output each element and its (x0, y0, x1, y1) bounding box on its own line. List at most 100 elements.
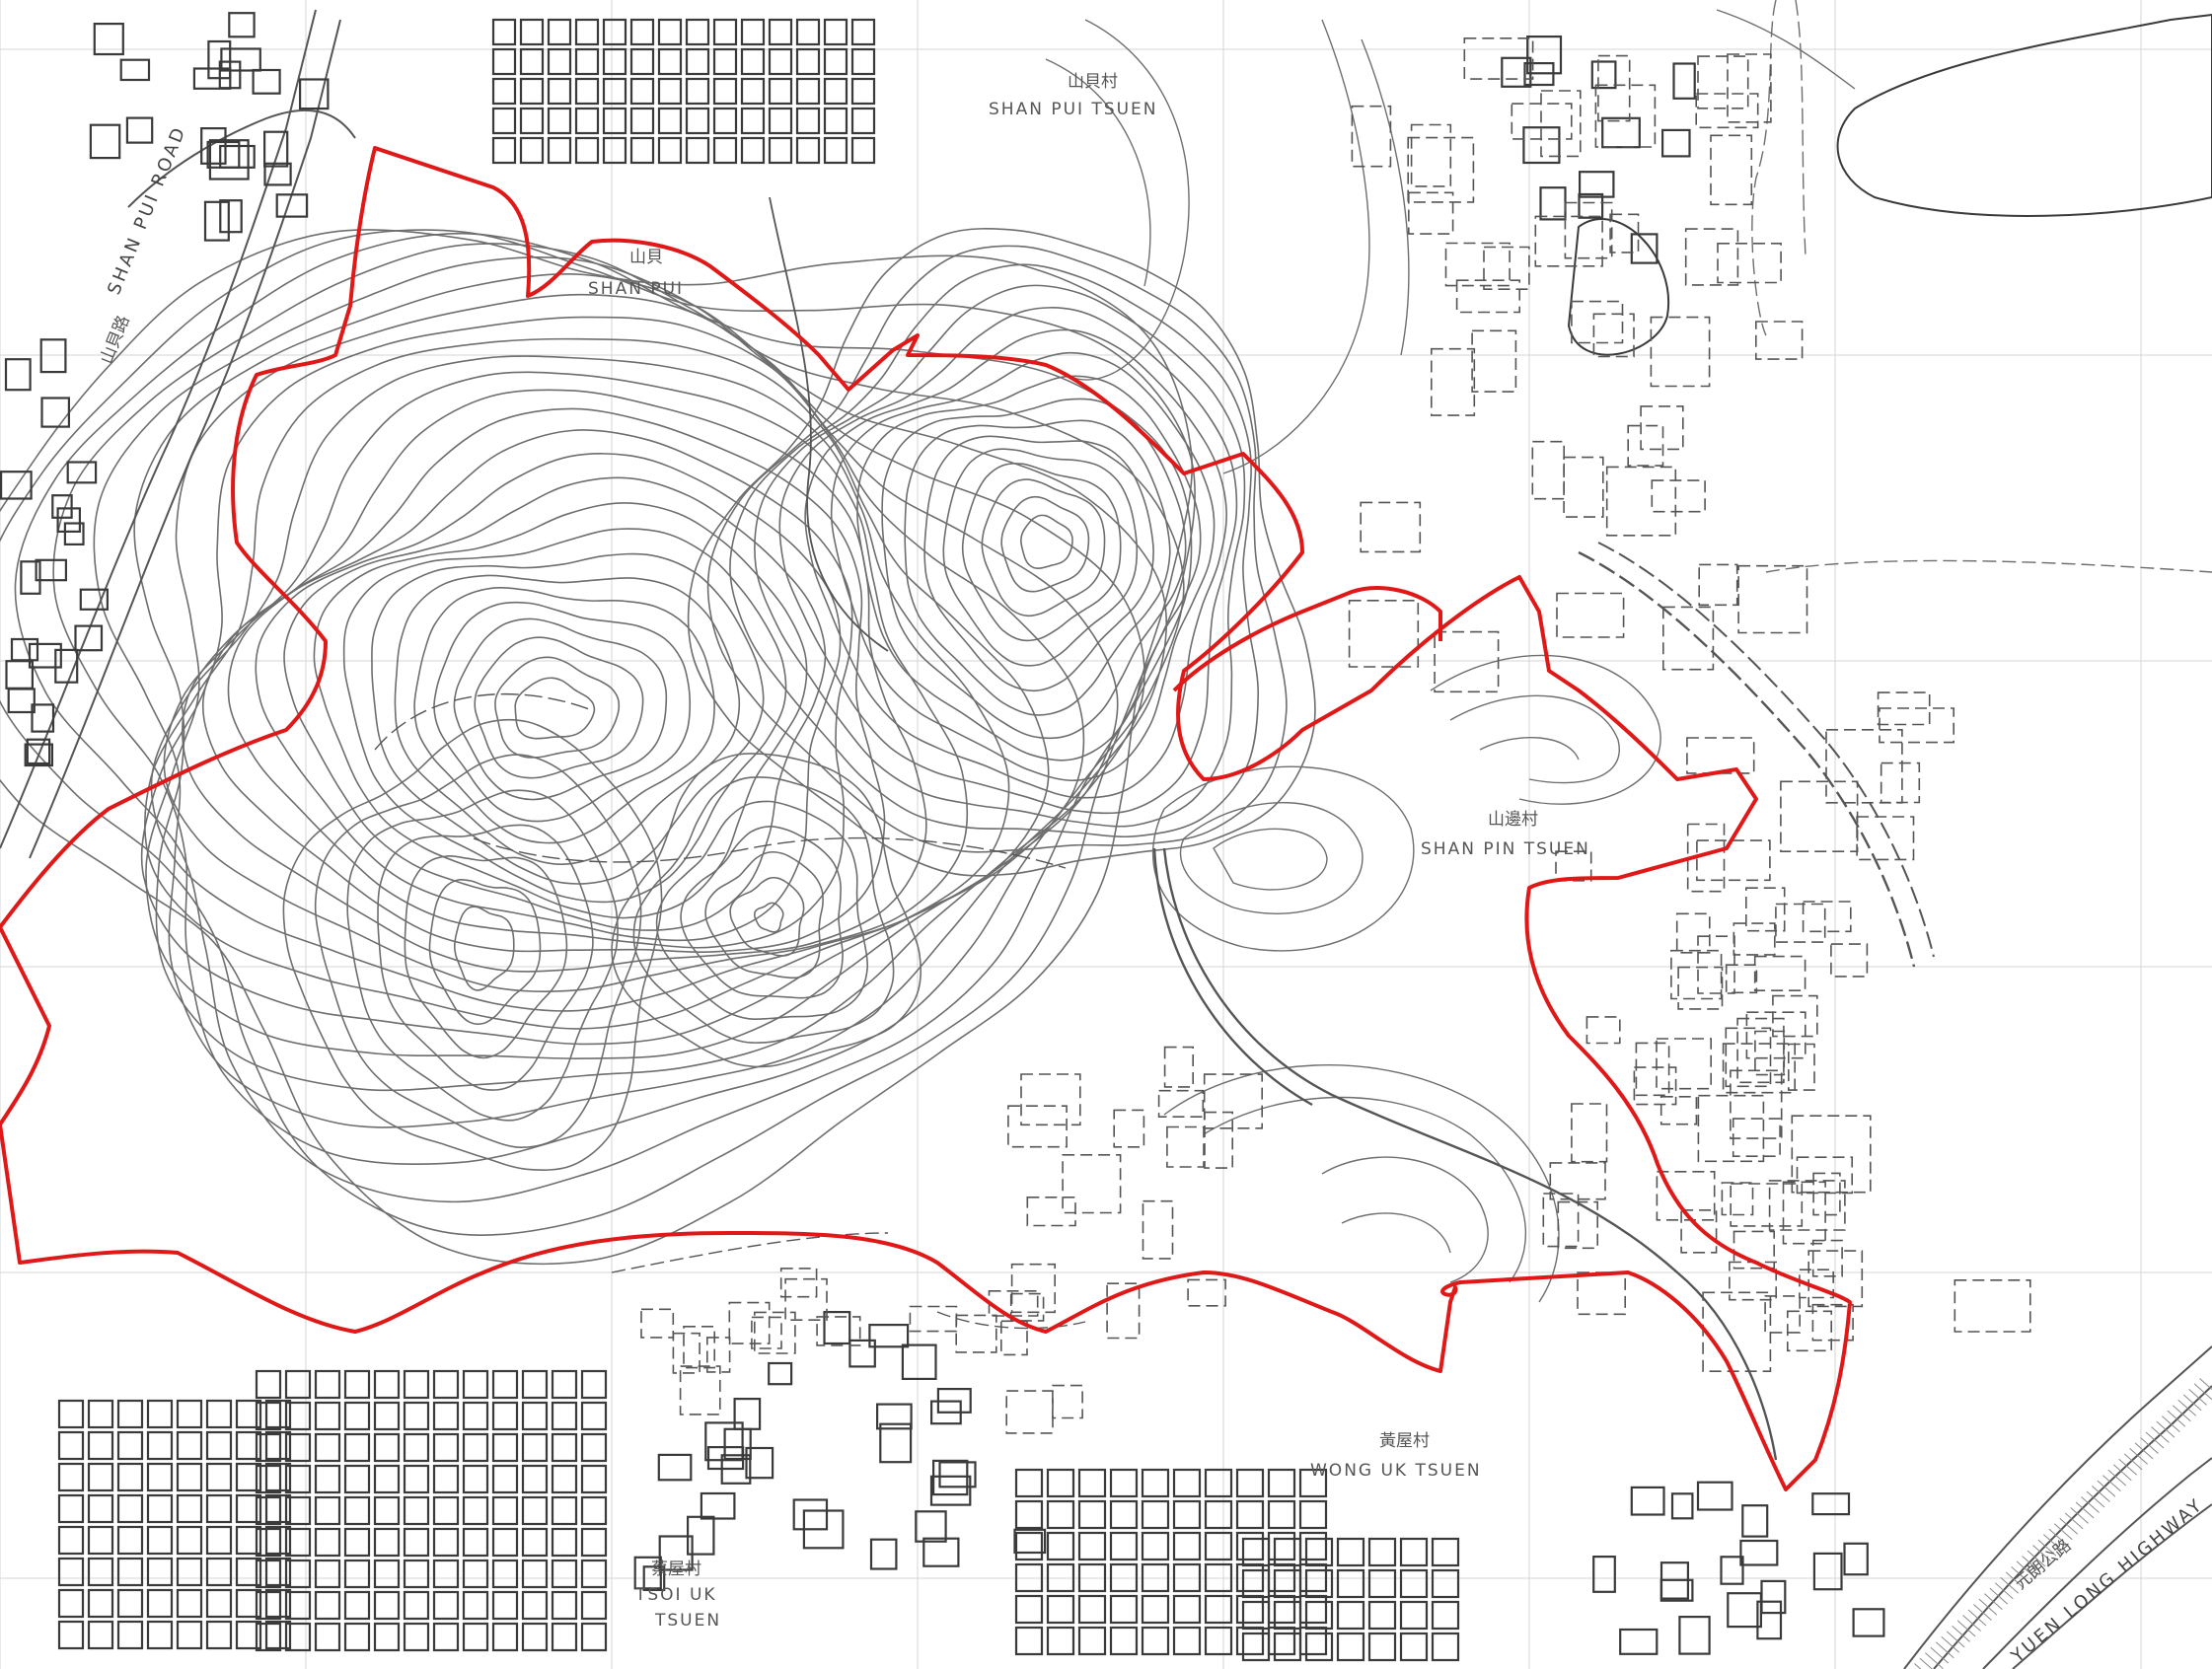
dashed-structure (1755, 321, 1804, 360)
dashed-structure (1787, 1310, 1833, 1352)
dashed-structure (1563, 456, 1604, 518)
building-south-east (1046, 1499, 1075, 1530)
label-wong-uk-tsuen-cn: 黃屋村 (1379, 1431, 1430, 1451)
contour-line (314, 754, 642, 1149)
building-south-east (1046, 1531, 1075, 1561)
building-shan-pui-tsuen (519, 18, 545, 46)
contour-line (255, 453, 842, 942)
building-sw (116, 1588, 144, 1619)
dashed-structure (640, 1308, 675, 1339)
building-shan-pui-tsuen (629, 47, 655, 76)
building-shan-pui-tsuen (574, 47, 600, 76)
building-nw (263, 162, 292, 186)
contour-line (655, 800, 869, 1021)
building-south-east-2 (1304, 1537, 1334, 1567)
dashed-structure (1351, 105, 1392, 168)
building-sw (176, 1399, 203, 1429)
building-tsoi-uk (343, 1622, 371, 1652)
building-south-east-2 (1304, 1632, 1334, 1662)
contour-line (371, 552, 765, 885)
building-shan-pui-tsuen (768, 18, 793, 46)
hatch-line (2177, 1399, 2197, 1416)
building-shan-pui-tsuen (629, 77, 655, 106)
building-south (733, 1397, 762, 1430)
building-tsoi-uk (314, 1369, 341, 1400)
building-south (931, 1459, 969, 1496)
building-tsoi-uk (432, 1401, 460, 1431)
building-shan-pui-tsuen (629, 18, 655, 46)
building-south-east (1235, 1468, 1265, 1498)
building-sw (205, 1525, 233, 1556)
building-south-east-2 (1367, 1568, 1397, 1599)
contour-line (394, 574, 741, 866)
hatch-line (2102, 1475, 2121, 1492)
dashed-structure (1796, 1156, 1854, 1195)
building-south (868, 1323, 910, 1348)
building-south (642, 1565, 666, 1592)
building-tsoi-uk (551, 1590, 578, 1621)
building-south (704, 1421, 744, 1462)
hatch-line (2086, 1490, 2105, 1508)
building-tsoi-uk (314, 1590, 341, 1621)
building-tsoi-uk (284, 1401, 312, 1431)
building-sw (205, 1462, 233, 1492)
building-shan-pui-tsuen (657, 77, 683, 106)
building-shan-pui-tsuen (574, 107, 600, 135)
building-south-east (1172, 1626, 1202, 1656)
building-sw (146, 1588, 174, 1619)
dashed-structure (1005, 1390, 1054, 1434)
contour-line (0, 229, 1196, 1236)
building-south-east (1172, 1594, 1202, 1625)
building-se (1619, 1628, 1659, 1655)
building-se (1678, 1615, 1711, 1655)
building-tsoi-uk (255, 1464, 282, 1494)
building-tsoi-uk (551, 1622, 578, 1652)
building-west-edge (66, 461, 98, 484)
dashed-structure (1650, 316, 1711, 388)
building-shan-pui-tsuen (850, 18, 876, 46)
building-sw (264, 1399, 292, 1429)
building-tsoi-uk (343, 1401, 371, 1431)
building-tsoi-uk (491, 1559, 519, 1589)
building-tsoi-uk (255, 1432, 282, 1463)
dashed-structure (1670, 949, 1723, 1000)
building-nw (89, 123, 121, 160)
building-tsoi-uk (580, 1432, 608, 1463)
building-sw (116, 1399, 144, 1429)
hatch-line (2097, 1480, 2116, 1497)
building-sw (264, 1525, 292, 1556)
building-tsoi-uk (403, 1369, 430, 1400)
dashed-structure (1799, 1269, 1835, 1299)
contour-line (961, 463, 1122, 642)
contour-line (453, 906, 515, 991)
building-tsoi-uk (551, 1432, 578, 1463)
building-tsoi-uk (462, 1432, 489, 1463)
hatch-line (2064, 1512, 2084, 1530)
building-tsoi-uk (314, 1527, 341, 1558)
building-west-edge (54, 648, 79, 684)
building-sw (87, 1399, 114, 1429)
contour-line (1000, 495, 1090, 593)
building-tsoi-uk (462, 1559, 489, 1589)
contour-lines-east-knoll (687, 227, 1316, 877)
building-shan-pui-tsuen (850, 47, 876, 76)
building-south (879, 1422, 913, 1464)
building-ne (1578, 171, 1615, 198)
hatch-line (2032, 1545, 2051, 1561)
building-shan-pui-tsuen (574, 136, 600, 165)
building-tsoi-uk (284, 1369, 312, 1400)
building-sw (235, 1430, 262, 1461)
label-shan-pui-tsuen-cn: 山貝村 (1068, 72, 1118, 92)
building-tsoi-uk (373, 1464, 401, 1494)
building-south-east-2 (1336, 1568, 1365, 1599)
contour-line (706, 245, 1288, 853)
contour-line (687, 227, 1316, 877)
building-tsoi-uk (403, 1401, 430, 1431)
contour-line (342, 528, 787, 904)
building-west-edge (7, 688, 36, 714)
dashed-structure (1753, 955, 1806, 991)
building-south-east (1014, 1468, 1044, 1498)
dashed-structure (1782, 1181, 1826, 1245)
building-south (823, 1310, 851, 1345)
dashed-structure (1807, 1250, 1864, 1308)
